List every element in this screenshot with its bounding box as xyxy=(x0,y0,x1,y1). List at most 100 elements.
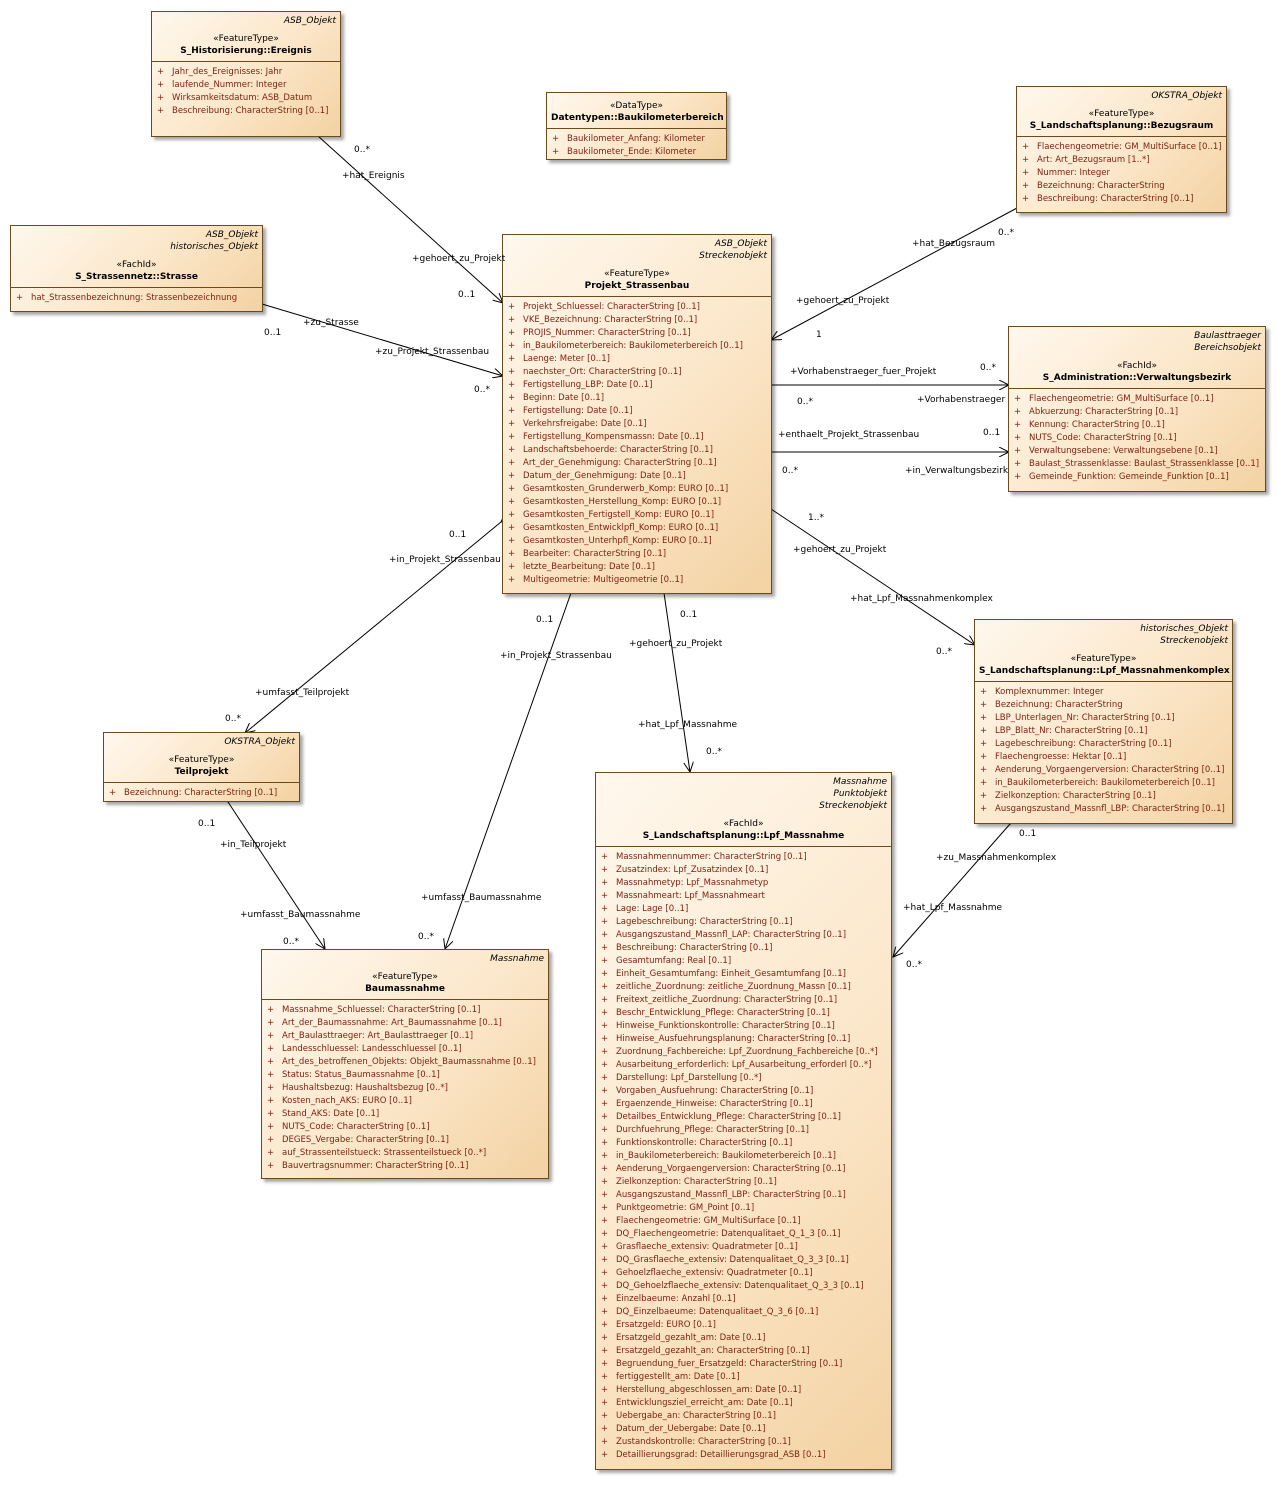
class-tag: historisches_Objekt xyxy=(1140,624,1228,634)
assoc-bezugsraum-projekt[interactable] xyxy=(771,208,1017,340)
assoc-komplex-lpf[interactable] xyxy=(893,824,1010,957)
class-tag: Bereichsobjekt xyxy=(1194,343,1261,353)
multiplicity-label: 0..1 xyxy=(680,610,698,620)
class-tag: ASB_Objekt xyxy=(714,239,767,249)
role-label: +zu_Projekt_Strassenbau xyxy=(375,347,490,357)
class-attribute: Verwaltungsebene: Verwaltungsebene [0..1… xyxy=(1012,445,1262,458)
multiplicity-label: 0..* xyxy=(354,145,370,155)
class-attribute: Datum_der_Uebergabe: Date [0..1] xyxy=(599,1423,888,1436)
class-attribute: Ersatzgeld_gezahlt_an: CharacterString [… xyxy=(599,1345,888,1358)
attribute-list: hat_Strassenbezeichnung: Strassenbezeich… xyxy=(11,288,262,308)
class-attribute: Massnahmetyp: Lpf_Massnahmetyp xyxy=(599,877,888,890)
class-name: Baumassnahme xyxy=(365,984,445,994)
role-label: +Vorhabenstraeger xyxy=(917,395,1006,405)
class-tag: Streckenobjekt xyxy=(1160,636,1228,646)
class-stereotype: «DataType» xyxy=(609,101,663,111)
class-tag: ASB_Objekt xyxy=(283,16,336,26)
multiplicity-label: 0..* xyxy=(906,960,922,970)
multiplicity-label: 0..* xyxy=(225,714,241,724)
role-label: +gehoert_zu_Projekt xyxy=(796,296,890,306)
role-label: +in_Verwaltungsbezirk xyxy=(905,466,1009,476)
attribute-list: Projekt_Schluessel: CharacterString [0..… xyxy=(503,297,771,590)
role-label: +umfasst_Teilprojekt xyxy=(255,688,350,698)
role-label: +in_Projekt_Strassenbau xyxy=(389,555,501,565)
assoc-baumassnahme-projekt[interactable] xyxy=(445,593,571,949)
class-attribute: Beschreibung: CharacterString [0..1] xyxy=(599,942,888,955)
class-attribute: DQ_Flaechengeometrie: Datenqualitaet_Q_1… xyxy=(599,1228,888,1241)
class-attribute: Art_der_Genehmigung: CharacterString [0.… xyxy=(506,457,768,470)
class-attribute: in_Baukilometerbereich: Baukilometerbere… xyxy=(978,777,1229,790)
class-attribute: laufende_Nummer: Integer xyxy=(155,79,337,92)
role-label: +gehoert_zu_Projekt xyxy=(412,254,506,264)
class-attribute: Beschreibung: CharacterString [0..1] xyxy=(155,105,337,118)
role-label: +Vorhabenstraeger_fuer_Projekt xyxy=(790,367,937,377)
class-attribute: Beginn: Date [0..1] xyxy=(506,392,768,405)
class-attribute: auf_Strassenteilstueck: Strassenteilstue… xyxy=(265,1147,545,1160)
class-attribute: Hinweise_Ausfuehrungsplanung: CharacterS… xyxy=(599,1033,888,1046)
class-tag: ASB_Objekt xyxy=(205,230,258,240)
class-stereotype: «FachId» xyxy=(723,819,764,829)
assoc-lpf-projekt[interactable] xyxy=(664,593,690,772)
class-attribute: Fertigstellung_Kompensmassn: Date [0..1] xyxy=(506,431,768,444)
class-attribute: LBP_Blatt_Nr: CharacterString [0..1] xyxy=(978,725,1229,738)
class-attribute: Detailbes_Entwicklung_Pflege: CharacterS… xyxy=(599,1111,888,1124)
class-projekt-strassenbau[interactable]: ASB_Objekt Streckenobjekt «FeatureType» … xyxy=(502,234,772,594)
class-attribute: Ergaenzende_Hinweise: CharacterString [0… xyxy=(599,1098,888,1111)
class-attribute: Beschr_Entwicklung_Pflege: CharacterStri… xyxy=(599,1007,888,1020)
class-strasse[interactable]: ASB_Objekt historisches_Objekt «FachId» … xyxy=(10,225,263,312)
class-attribute: Bezeichnung: CharacterString [0..1] xyxy=(107,787,296,800)
assoc-ereignis-projekt[interactable] xyxy=(318,136,503,303)
class-attribute: Grasflaeche_extensiv: Quadratmeter [0..1… xyxy=(599,1241,888,1254)
class-ereignis[interactable]: ASB_Objekt «FeatureType» S_Historisierun… xyxy=(151,11,341,137)
class-attribute: Gesamtkosten_Entwicklpfl_Komp: EURO [0..… xyxy=(506,522,768,535)
multiplicity-label: 0..1 xyxy=(1019,829,1037,839)
class-tag: Massnahme xyxy=(490,954,544,964)
class-attribute: Fertigstellung_LBP: Date [0..1] xyxy=(506,379,768,392)
multiplicity-label: 0..* xyxy=(283,937,299,947)
class-bezugsraum[interactable]: OKSTRA_Objekt «FeatureType» S_Landschaft… xyxy=(1016,86,1227,213)
assoc-komplex-projekt[interactable] xyxy=(771,509,975,645)
assoc-teilprojekt-projekt[interactable] xyxy=(245,522,501,733)
class-attribute: DQ_Grasflaeche_extensiv: Datenqualitaet_… xyxy=(599,1254,888,1267)
class-teilprojekt[interactable]: OKSTRA_Objekt «FeatureType» Teilprojekt … xyxy=(103,732,300,802)
class-attribute: Gehoelzflaeche_extensiv: Quadratmeter [0… xyxy=(599,1267,888,1280)
class-name: S_Landschaftsplanung::Bezugsraum xyxy=(1029,121,1214,131)
class-attribute: in_Baukilometerbereich: Baukilometerbere… xyxy=(506,340,768,353)
assoc-strasse-projekt[interactable] xyxy=(262,304,503,376)
attribute-list: Bezeichnung: CharacterString [0..1] xyxy=(104,783,299,803)
class-attribute: PROJIS_Nummer: CharacterString [0..1] xyxy=(506,327,768,340)
class-attribute: Detaillierungsgrad: Detaillierungsgrad_A… xyxy=(599,1449,888,1462)
class-attribute: Baukilometer_Anfang: Kilometer xyxy=(550,133,723,146)
class-attribute: Massnahmeart: Lpf_Massnahmeart xyxy=(599,890,888,903)
multiplicity-label: 0..* xyxy=(936,647,952,657)
class-lpf-massnahme[interactable]: Massnahme Punktobjekt Streckenobjekt «Fa… xyxy=(595,772,892,1470)
class-attribute: Projekt_Schluessel: CharacterString [0..… xyxy=(506,301,768,314)
role-label: +in_Projekt_Strassenbau xyxy=(500,651,612,661)
attribute-list: Flaechengeometrie: GM_MultiSurface [0..1… xyxy=(1017,137,1226,209)
role-label: +in_Teilprojekt xyxy=(220,840,287,850)
class-baukilometerbereich[interactable]: «DataType» Datentypen::Baukilometerberei… xyxy=(546,92,727,160)
class-name: Teilprojekt xyxy=(174,767,229,777)
class-stereotype: «FeatureType» xyxy=(604,269,670,279)
class-baumassnahme[interactable]: Massnahme «FeatureType» Baumassnahme Mas… xyxy=(261,949,549,1179)
class-attribute: Art_Baulasttraeger: Art_Baulasttraeger [… xyxy=(265,1030,545,1043)
class-attribute: Bezeichnung: CharacterString xyxy=(978,699,1229,712)
class-attribute: Massnahmennummer: CharacterString [0..1] xyxy=(599,851,888,864)
class-attribute: Nummer: Integer xyxy=(1020,167,1223,180)
multiplicity-label: 1..* xyxy=(808,513,824,523)
class-massnahmenkomplex[interactable]: historisches_Objekt Streckenobjekt «Feat… xyxy=(974,619,1233,824)
assoc-teilprojekt-baumassnahme[interactable] xyxy=(228,802,325,949)
role-label: +enthaelt_Projekt_Strassenbau xyxy=(778,430,920,440)
multiplicity-label: 0..* xyxy=(980,363,996,373)
class-name: Projekt_Strassenbau xyxy=(584,281,690,291)
class-attribute: Bauvertragsnummer: CharacterString [0..1… xyxy=(265,1160,545,1173)
role-label: +hat_Ereignis xyxy=(342,171,405,181)
class-verwaltungsbezirk[interactable]: Baulasttraeger Bereichsobjekt «FachId» S… xyxy=(1008,326,1266,492)
class-tag: Massnahme xyxy=(833,777,887,787)
class-attribute: Funktionskontrolle: CharacterString [0..… xyxy=(599,1137,888,1150)
multiplicity-label: 0..* xyxy=(998,228,1014,238)
class-tag: historisches_Objekt xyxy=(170,242,258,252)
class-attribute: Freitext_zeitliche_Zuordnung: CharacterS… xyxy=(599,994,888,1007)
class-attribute: Ersatzgeld: EURO [0..1] xyxy=(599,1319,888,1332)
